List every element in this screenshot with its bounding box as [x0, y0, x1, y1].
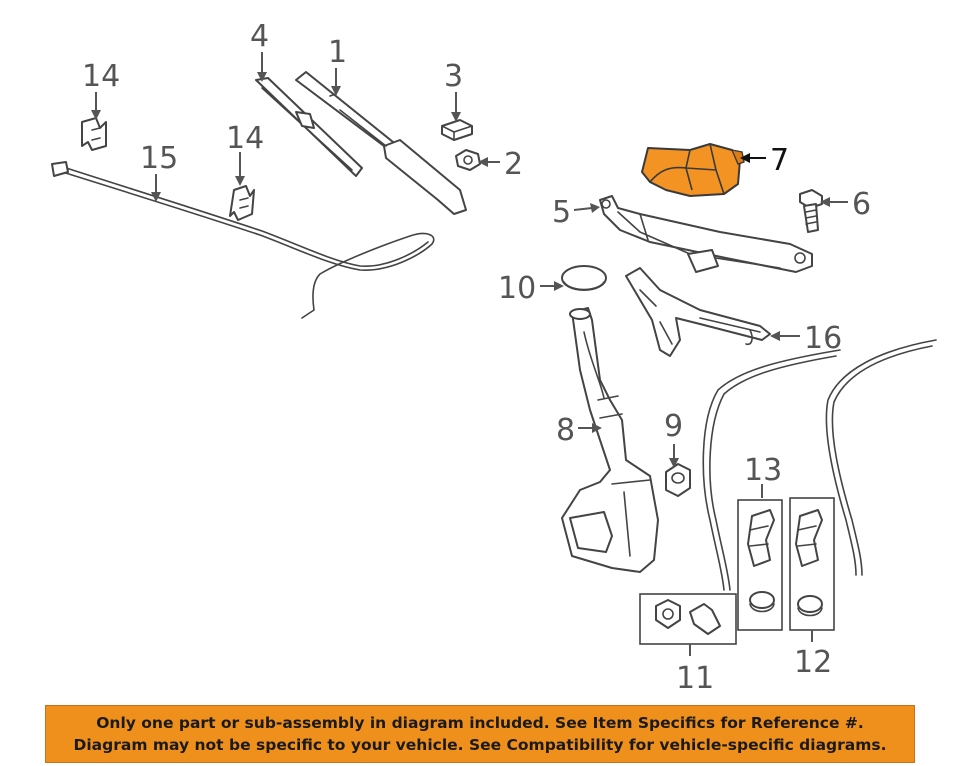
part-16-arm-assembly[interactable] [625, 267, 771, 357]
part-14-clip-left[interactable] [81, 117, 107, 151]
part-1-wiper-arm[interactable] [295, 71, 467, 215]
part-9-nut[interactable] [665, 463, 691, 497]
leader-lines [91, 52, 848, 656]
callout-7: 7 [770, 143, 789, 178]
part-10-reservoir-cap[interactable] [561, 265, 607, 291]
callout-11: 11 [676, 661, 714, 696]
part-5-wiper-linkage[interactable] [599, 195, 813, 273]
callout-8: 8 [556, 413, 575, 448]
part-2-nut[interactable] [455, 149, 481, 171]
part-14-clip-right[interactable] [229, 185, 255, 221]
part-12-nozzle[interactable] [789, 497, 835, 631]
callout-5: 5 [552, 195, 571, 230]
part-3-cap[interactable] [441, 119, 473, 141]
callout-9: 9 [664, 409, 683, 444]
callout-2: 2 [504, 147, 523, 182]
callout-4: 4 [250, 19, 269, 54]
callout-3: 3 [444, 59, 463, 94]
callout-14-left: 14 [82, 59, 120, 94]
part-4-wiper-blade[interactable] [255, 77, 363, 177]
callout-15: 15 [140, 141, 178, 176]
callout-10: 10 [498, 271, 536, 306]
part-7-wiper-motor[interactable] [641, 143, 745, 197]
callout-6: 6 [852, 187, 871, 222]
part-6-bolt[interactable] [799, 189, 823, 233]
callout-1: 1 [328, 35, 347, 70]
callout-16: 16 [804, 321, 842, 356]
part-13-nozzle[interactable] [737, 499, 783, 631]
callout-14-right: 14 [226, 121, 264, 156]
part-15-washer-hose[interactable] [51, 161, 435, 319]
part-11-nozzle-kit[interactable] [639, 593, 737, 645]
disclaimer-banner: Only one part or sub-assembly in diagram… [45, 705, 915, 763]
part-8-washer-reservoir[interactable] [561, 307, 659, 573]
disclaimer-line-1: Only one part or sub-assembly in diagram… [96, 714, 864, 732]
hose-lines [702, 339, 937, 591]
callout-12: 12 [794, 645, 832, 680]
disclaimer-line-2: Diagram may not be specific to your vehi… [73, 736, 887, 754]
parts-diagram: 14 4 1 3 2 14 15 7 5 6 10 16 8 9 13 12 1… [51, 19, 937, 696]
callout-13: 13 [744, 453, 782, 488]
